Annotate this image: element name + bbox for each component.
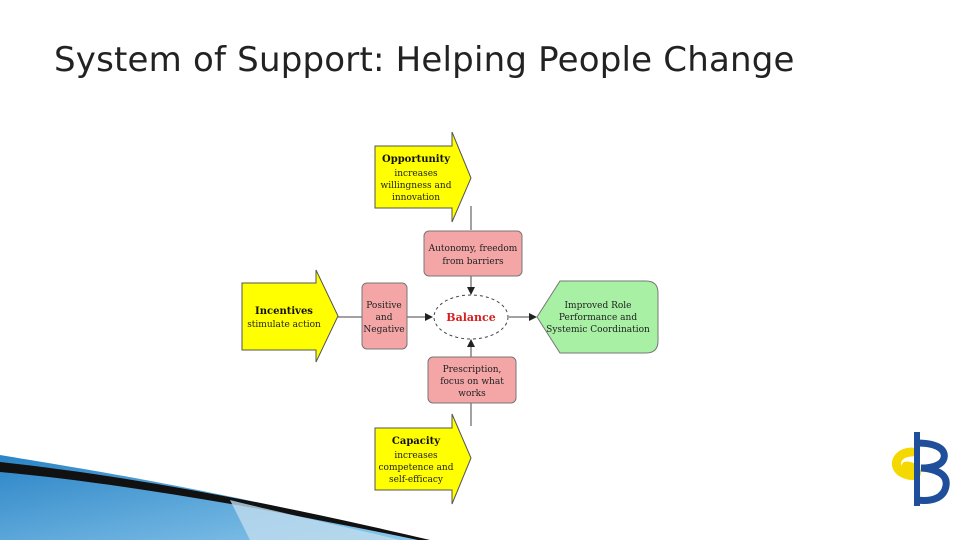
opportunity-line-1: increases — [394, 169, 438, 179]
decorative-swoosh — [0, 455, 430, 540]
opportunity-line-3: innovation — [392, 193, 440, 203]
logo-blue-curve — [916, 439, 950, 504]
incentives-line-1: stimulate action — [247, 320, 321, 330]
capacity-line-1: increases — [394, 451, 438, 461]
autonomy-line-2: from barriers — [442, 257, 504, 267]
positive-negative-line-2: and — [376, 313, 393, 323]
capacity-line-3: self-efficacy — [389, 475, 444, 485]
capacity-heading: Capacity — [392, 436, 441, 447]
slide-title: System of Support: Helping People Change — [54, 40, 795, 80]
positive-negative-line-3: Negative — [363, 325, 404, 335]
prescription-box: Prescription, focus on what works — [427, 356, 517, 404]
positive-negative-line-1: Positive — [366, 301, 402, 311]
opportunity-arrow: Opportunity increases willingness and in… — [374, 131, 472, 223]
outcome-box: Improved Role Performance and Systemic C… — [536, 280, 659, 354]
opportunity-heading: Opportunity — [382, 154, 451, 165]
capacity-arrow: Capacity increases competence and self-e… — [374, 413, 472, 505]
positive-negative-box: Positive and Negative — [361, 282, 408, 350]
outcome-line-2: Performance and — [559, 313, 637, 323]
balance-label: Balance — [446, 311, 495, 324]
logo-blue-bar — [914, 432, 920, 506]
outcome-line-1: Improved Role — [564, 301, 631, 311]
prescription-line-2: focus on what — [440, 377, 504, 387]
capacity-line-2: competence and — [379, 463, 454, 473]
balance-node: Balance — [433, 294, 509, 340]
logo — [891, 432, 950, 506]
incentives-arrow: Incentives stimulate action — [241, 269, 339, 363]
prescription-line-3: works — [458, 389, 486, 399]
incentives-heading: Incentives — [255, 306, 313, 317]
autonomy-box: Autonomy, freedom from barriers — [423, 230, 523, 277]
opportunity-line-2: willingness and — [381, 181, 452, 191]
outcome-line-3: Systemic Coordination — [546, 325, 650, 335]
logo-yellow-stroke — [891, 447, 921, 480]
connectors — [338, 206, 537, 426]
autonomy-line-1: Autonomy, freedom — [428, 244, 518, 254]
prescription-line-1: Prescription, — [443, 365, 502, 375]
